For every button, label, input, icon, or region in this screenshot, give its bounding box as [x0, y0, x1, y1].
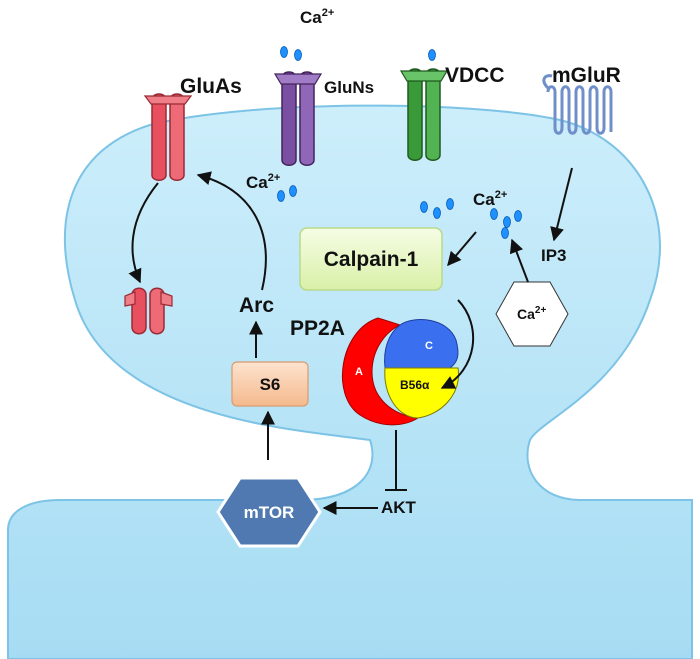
ca-right-charge: 2+: [495, 189, 508, 201]
calcium-store-hexagon: [495, 281, 569, 347]
calpain-1-box: [299, 227, 443, 291]
pp2a-subunit-b56: [384, 367, 459, 419]
ca-mid-charge: 2+: [268, 172, 281, 184]
ca-top-symbol: Ca: [300, 8, 322, 27]
arc-label: Arc: [239, 294, 274, 317]
ca-mid-label: Ca2+: [246, 172, 280, 192]
s6-label: S6: [260, 375, 281, 394]
calcium-ions: [277, 46, 522, 239]
mglur-receptor: [546, 85, 613, 135]
gluas-label: GluAs: [180, 75, 242, 98]
mglur-label: mGluR: [552, 64, 621, 87]
ip3-label: IP3: [541, 246, 567, 265]
ca-top-charge: 2+: [322, 7, 335, 19]
mglur-tail: [542, 74, 553, 90]
pp2a-c-label: C: [425, 340, 433, 352]
pp2a-subunit-a: [341, 317, 420, 426]
mtor-label: mTOR: [244, 503, 295, 522]
internalized-glua: [124, 287, 173, 335]
vdcc-label: VDCC: [445, 64, 505, 87]
gluas-receptor: [143, 93, 193, 181]
pp2a-subunit-c: [384, 319, 459, 369]
ca-store-charge: 2+: [535, 305, 547, 316]
vdcc-channel: [399, 68, 449, 161]
pp2a-b56-label: B56α: [400, 378, 430, 392]
pp2a-complex: [341, 317, 459, 426]
ca-top-label: Ca2+: [300, 7, 334, 27]
s6-box: [231, 361, 309, 407]
ca-right-symbol: Ca: [473, 190, 495, 209]
pp2a-label: PP2A: [290, 317, 345, 340]
pp2a-a-label: A: [355, 366, 363, 378]
ca-store-label: Ca2+: [517, 305, 546, 322]
pathway-arrows: [128, 167, 573, 515]
ca-mid-symbol: Ca: [246, 173, 268, 192]
ca-right-label: Ca2+: [473, 189, 507, 209]
gluns-label: GluNs: [324, 78, 374, 97]
gluns-receptor: [273, 71, 323, 166]
ca-store-symbol: Ca: [517, 306, 535, 322]
mtor-hexagon: [216, 476, 322, 548]
akt-label: AKT: [381, 498, 417, 517]
calpain-1-label: Calpain-1: [324, 248, 419, 271]
